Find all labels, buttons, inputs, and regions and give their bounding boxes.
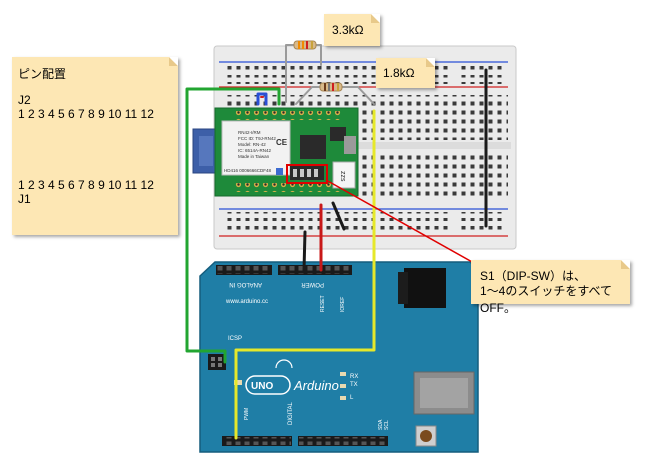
arduino-model: UNO — [251, 381, 273, 392]
blue-jumper — [256, 92, 268, 106]
resistor-1-8k — [319, 82, 343, 92]
icsp-label: ICSP — [228, 336, 242, 342]
digital-label: DIGITAL — [288, 401, 294, 425]
j2-label: J2 — [18, 93, 31, 107]
led-l-label: L — [350, 395, 354, 401]
arduino-site: www.arduino.cc — [225, 299, 268, 305]
power-label: POWER — [301, 281, 324, 287]
module-sticker-text: zzs — [339, 171, 346, 182]
resistor-3-3k-value: 3.3kΩ — [332, 23, 364, 37]
resistor-3-3k-note: 3.3kΩ — [324, 14, 380, 46]
black-wire-2 — [331, 201, 346, 231]
resistor-3-3k — [293, 40, 317, 50]
j1-label: J1 — [18, 192, 31, 206]
resistor-1-8k-note: 1.8kΩ — [376, 58, 435, 88]
sda-label: SDA — [378, 419, 384, 430]
dip-note-line-2: 1～4のスイッチをすべてOFF。 — [480, 284, 613, 315]
arduino-uno-board — [199, 261, 479, 453]
module-text-3: Model: RN-42 — [238, 142, 266, 147]
pin-assignment-note: ピン配置 J2 1 2 3 4 5 6 7 8 9 10 11 12 1 2 3… — [12, 57, 178, 235]
j2-pin-numbers: 1 2 3 4 5 6 7 8 9 10 11 12 — [18, 107, 154, 121]
yellow-wire — [234, 109, 376, 440]
module-barcode-text: HD416 0006666CDF48 — [224, 168, 272, 173]
led-tx-label: TX — [350, 382, 358, 388]
reset-label: RESET — [320, 295, 326, 312]
resistor-1-8k-value: 1.8kΩ — [383, 66, 415, 80]
pin-note-title: ピン配置 — [18, 67, 67, 81]
wires — [185, 44, 488, 440]
analog-label: ANALOG IN — [229, 281, 262, 287]
green-wire — [185, 87, 281, 364]
dip-pointer-line — [325, 179, 491, 273]
j1-pin-numbers: 1 2 3 4 5 6 7 8 9 10 11 12 — [18, 178, 154, 192]
module-text-2: FCC ID: T9J-RN42 — [238, 136, 276, 141]
scl-label: SCL — [384, 420, 390, 430]
black-wire-1 — [302, 230, 307, 272]
dip-switch-note: S1（DIP-SW）は、 1～4のスイッチをすべてOFF。 — [471, 260, 630, 315]
module-text-4: IC: 6514A-RN42 — [238, 148, 272, 153]
ioref-label: IOREF — [340, 297, 346, 312]
module-ce: CE — [276, 138, 288, 147]
arduino-brand: Arduino — [293, 378, 339, 393]
bluetooth-module — [192, 107, 359, 197]
led-rx-label: RX — [350, 374, 358, 380]
dip-note-line-1: S1（DIP-SW）は、 — [480, 269, 587, 283]
dip-switch-highlight — [286, 164, 328, 184]
pwm-label: PWM — [244, 408, 250, 420]
module-text-5: Made in Taiwan — [238, 154, 270, 159]
module-text-1: RN42-I/RM — [238, 130, 261, 135]
